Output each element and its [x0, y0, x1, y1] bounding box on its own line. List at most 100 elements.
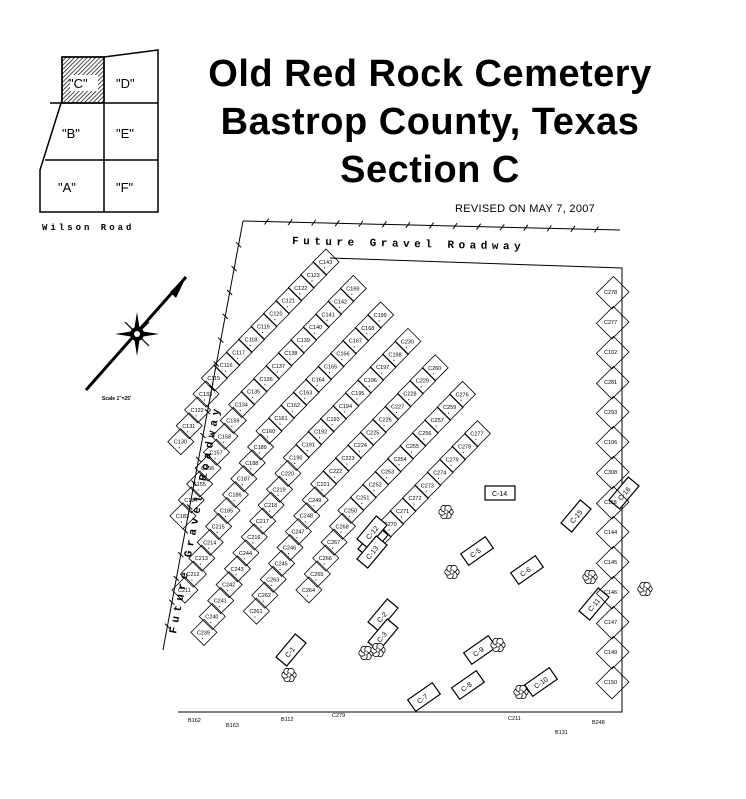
plot-label: C277	[470, 432, 483, 438]
right-plot-outline	[595, 425, 630, 460]
right-plot-outline	[595, 575, 630, 610]
right-plot-label: C278	[604, 290, 617, 296]
plot: C214	[196, 528, 224, 556]
plot-label: C161	[274, 416, 287, 422]
revised-date: REVISED ON MAY 7, 2007	[455, 203, 596, 215]
plot-label: C195	[351, 391, 364, 397]
fence-tick	[405, 221, 411, 229]
top-road-label: Future Gravel Roadway	[292, 236, 525, 254]
plot-outline	[200, 364, 228, 392]
plot-outline	[190, 618, 218, 646]
plot-label: C214	[203, 540, 216, 546]
fence-tick	[381, 221, 387, 228]
right-plot-outline	[595, 335, 630, 370]
plot: C265	[303, 560, 331, 588]
plot: C155	[186, 470, 214, 498]
fence-tick	[476, 223, 482, 230]
special-plots: C-1C-2C-3C-4C-5C-6C-7C-8C-9C-10C-11C-12C…	[275, 476, 640, 713]
title-line-1: Old Red Rock Cemetery	[208, 53, 652, 95]
plot-label: C247	[291, 530, 304, 536]
fence-tick	[217, 337, 224, 344]
fence-tick	[177, 551, 184, 558]
plot-label: C265	[310, 572, 323, 578]
right-plot-outline	[595, 305, 630, 340]
plot: C115	[200, 364, 228, 392]
plot-label: C168	[361, 326, 374, 332]
plot-outline	[192, 380, 220, 408]
plot-label: C140	[309, 325, 322, 331]
right-plot-outline	[595, 515, 630, 550]
plot-outline	[221, 481, 249, 509]
plot-grid: C143C169C199C230C260C276C123C142C168C198…	[167, 248, 491, 646]
fence-tick	[195, 456, 202, 463]
plot: C268	[328, 512, 357, 540]
special-plot-outline	[523, 666, 559, 698]
fence-tick	[334, 220, 340, 227]
plot: C219	[265, 475, 294, 503]
special-plot-outline	[462, 634, 498, 666]
plot-outline	[310, 470, 338, 498]
fence-tick	[231, 265, 238, 272]
plot-label: C271	[396, 509, 409, 515]
fence-tick	[593, 226, 599, 233]
plot-outline	[219, 406, 247, 435]
right-plot: C147	[595, 605, 630, 640]
plot-label: C249	[308, 498, 321, 504]
special-plot: C-2	[367, 598, 399, 632]
plot: C277	[463, 420, 491, 448]
key-section-d: "D"	[116, 76, 135, 91]
plot-label: C119	[257, 325, 270, 331]
right-plot: C118	[595, 485, 630, 520]
plot-outline	[177, 486, 205, 514]
plot-label: C273	[421, 483, 434, 489]
extra-labels: C278C277C102C281C293C106C308C118C144C145…	[188, 275, 630, 736]
key-map-frame	[39, 49, 159, 213]
right-plot-label: C281	[604, 380, 617, 386]
plot-outline	[303, 560, 331, 588]
plot-label: C229	[416, 379, 429, 385]
section-boundary	[178, 257, 623, 713]
plot-label: C183	[176, 514, 189, 520]
plot-label: C243	[231, 567, 244, 573]
title-line-3: Section C	[340, 149, 520, 191]
fence-tick	[570, 225, 576, 233]
plot-label: C242	[222, 583, 235, 589]
plot-label: C239	[197, 630, 210, 636]
plot-label: C212	[186, 572, 199, 578]
plot-label: C219	[273, 487, 286, 493]
plot-label: C248	[300, 514, 313, 520]
plot: C246	[276, 533, 304, 562]
plot-label: C199	[374, 313, 387, 319]
fence-tick	[264, 218, 270, 225]
plot: C213	[188, 544, 216, 572]
trees	[281, 504, 653, 700]
plot: C143	[312, 248, 340, 276]
fence-tick	[213, 361, 220, 367]
plot: C185	[213, 496, 241, 525]
right-plot-label: C106	[604, 440, 617, 446]
plot-label: C268	[336, 524, 349, 530]
plot: C266	[312, 544, 340, 572]
plot-label: C115	[207, 376, 220, 382]
fence-tick	[182, 527, 189, 534]
plot-label: C224	[354, 443, 367, 449]
plot-outline	[194, 454, 222, 482]
right-plot: C281	[595, 365, 630, 400]
key-section-a: "A"	[58, 180, 76, 195]
special-plot: C-6	[509, 554, 545, 586]
plot-label: C155	[193, 482, 206, 488]
right-plot-outline	[595, 485, 630, 520]
special-plot: C-1	[275, 633, 307, 667]
plot-outline	[257, 491, 285, 519]
plot-outline	[265, 475, 294, 503]
plot-label: C118	[245, 337, 258, 343]
plot-outline	[188, 544, 216, 572]
right-plot-outline	[595, 395, 630, 430]
plot-outline	[259, 565, 287, 593]
special-plot: C-8	[450, 669, 486, 701]
plot-label: C244	[239, 551, 252, 557]
plot-label: C184	[184, 498, 197, 504]
fence-tick	[186, 504, 193, 510]
fence-tick	[168, 599, 175, 606]
plot-label: C142	[334, 299, 347, 305]
